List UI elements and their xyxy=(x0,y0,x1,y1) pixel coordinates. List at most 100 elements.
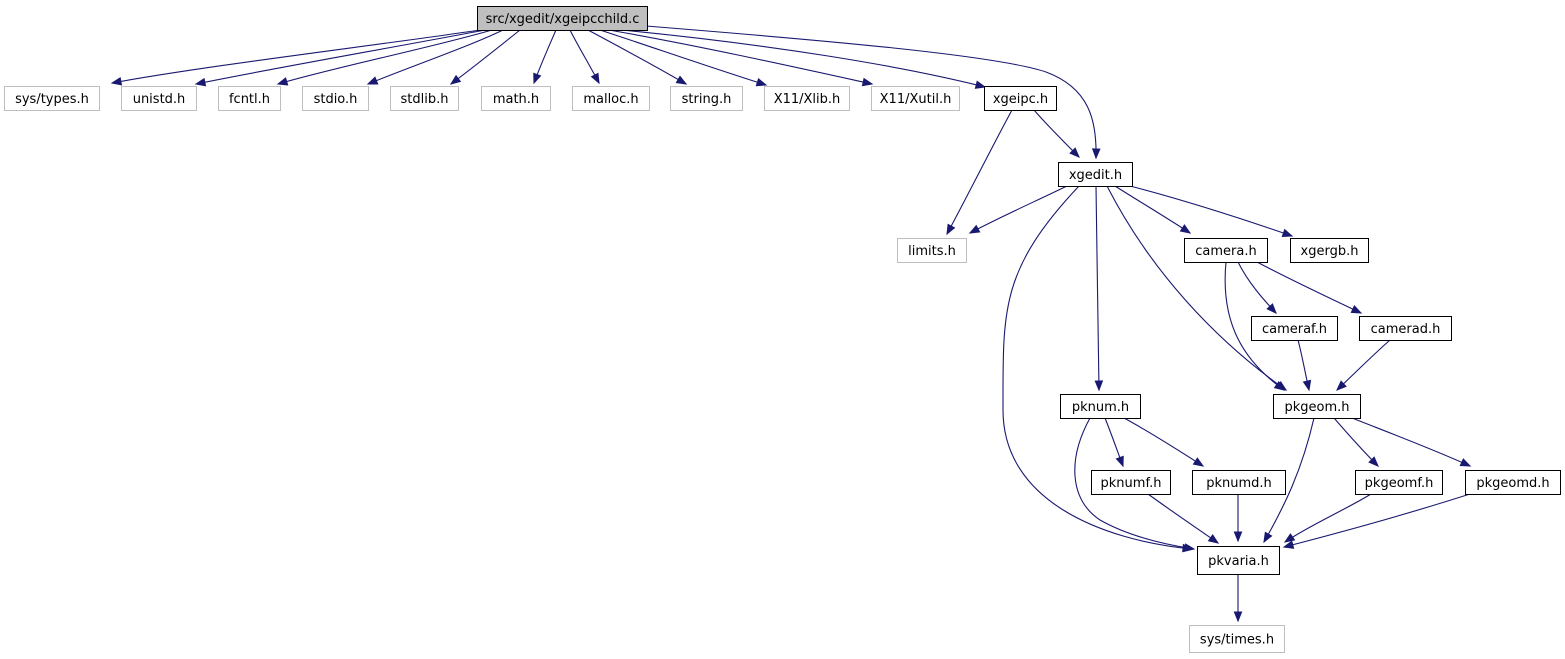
node-pkvaria[interactable]: pkvaria.h xyxy=(1197,546,1280,575)
node-xgedit[interactable]: xgedit.h xyxy=(1058,162,1133,187)
node-box xyxy=(1465,470,1561,495)
node-stdlib: stdlib.h xyxy=(390,86,459,111)
node-camera[interactable]: camera.h xyxy=(1184,238,1268,263)
node-label: unistd.h xyxy=(133,92,186,107)
edge-line xyxy=(1256,261,1362,314)
arrowhead xyxy=(1179,224,1192,234)
edge-line xyxy=(1106,185,1287,391)
edge-root-to-stdlib xyxy=(449,29,521,85)
arrowhead xyxy=(946,223,956,236)
arrowhead xyxy=(1283,533,1296,543)
node-label: pknumf.h xyxy=(1101,476,1162,491)
node-box xyxy=(1189,625,1285,653)
arrowhead xyxy=(276,77,289,86)
node-box xyxy=(764,86,850,111)
nodes-layer: src/xgedit/xgeipcchild.c sys/types.h unist… xyxy=(4,6,1561,653)
edge-line xyxy=(367,29,504,85)
node-box xyxy=(477,6,648,31)
node-label: malloc.h xyxy=(583,92,638,107)
edge-pkgeom-to-pkgeomd xyxy=(1351,417,1472,467)
edge-xgedit-to-limits xyxy=(968,185,1068,234)
node-xutil: X11/Xutil.h xyxy=(871,86,960,111)
node-box xyxy=(670,86,743,111)
arrowhead xyxy=(1192,457,1205,467)
edge-pknum-to-pknumf xyxy=(1104,417,1124,468)
node-pknum[interactable]: pknum.h xyxy=(1060,394,1141,419)
edge-xgeipc-to-xgedit xyxy=(1033,109,1080,158)
node-label: camera.h xyxy=(1195,244,1256,259)
node-pkgeomd[interactable]: pkgeomd.h xyxy=(1465,470,1561,495)
edge-root-to-string xyxy=(587,29,688,85)
node-root: src/xgedit/xgeipcchild.c xyxy=(477,6,648,31)
node-label: stdio.h xyxy=(314,92,358,107)
edge-line xyxy=(1224,261,1285,391)
edge-line xyxy=(1002,185,1193,550)
arrowhead xyxy=(366,76,379,85)
node-malloc: malloc.h xyxy=(572,86,650,111)
node-pkgeomf[interactable]: pkgeomf.h xyxy=(1355,470,1443,495)
node-box xyxy=(121,86,197,111)
node-box xyxy=(1060,394,1141,419)
node-xgergb[interactable]: xgergb.h xyxy=(1290,238,1369,263)
arrowhead xyxy=(1069,147,1080,158)
arrowhead xyxy=(590,72,600,85)
node-box xyxy=(1192,470,1286,495)
arrowhead xyxy=(968,224,981,234)
edge-line xyxy=(969,185,1068,234)
edge-camerad-to-pkgeom xyxy=(1336,339,1391,391)
edge-pkgeomd-to-pkvaria xyxy=(1282,493,1471,549)
node-box xyxy=(1091,470,1171,495)
node-cameraf[interactable]: cameraf.h xyxy=(1251,316,1338,341)
edge-line xyxy=(1336,339,1391,391)
arrowhead xyxy=(1368,456,1379,467)
arrowhead xyxy=(861,77,874,87)
edge-pknum-to-pkvaria xyxy=(1074,417,1196,552)
node-label: src/xgedit/xgeipcchild.c xyxy=(486,12,640,27)
node-box xyxy=(1355,470,1443,495)
edge-line xyxy=(1114,185,1191,234)
node-box xyxy=(984,86,1057,111)
edge-root-to-stdio xyxy=(366,29,504,85)
arrowhead xyxy=(1266,303,1277,314)
node-pknumf[interactable]: pknumf.h xyxy=(1091,470,1171,495)
node-label: pkgeomf.h xyxy=(1365,476,1434,491)
node-camerad[interactable]: camerad.h xyxy=(1359,316,1452,341)
edge-root-to-unistd xyxy=(194,29,486,87)
node-sys-types: sys/types.h xyxy=(4,86,100,111)
node-label: X11/Xlib.h xyxy=(774,92,841,107)
arrowhead xyxy=(1459,458,1472,467)
edge-line xyxy=(621,29,986,88)
edge-line xyxy=(1283,493,1471,548)
node-box xyxy=(1359,316,1452,341)
node-pknumd[interactable]: pknumd.h xyxy=(1192,470,1286,495)
edge-root-to-sys_types xyxy=(110,29,481,86)
edge-line xyxy=(1284,493,1372,543)
arrowhead xyxy=(1115,455,1124,468)
node-label: pknumd.h xyxy=(1206,476,1272,491)
node-xgeipc[interactable]: xgeipc.h xyxy=(984,86,1057,111)
edge-root-to-math xyxy=(533,29,557,85)
node-label: math.h xyxy=(493,92,539,107)
node-pkgeom[interactable]: pkgeom.h xyxy=(1273,394,1361,419)
node-label: camerad.h xyxy=(1371,322,1441,337)
arrowhead xyxy=(533,72,542,85)
arrowhead xyxy=(194,77,207,87)
node-label: limits.h xyxy=(908,244,956,259)
node-label: string.h xyxy=(682,92,732,107)
arrowhead xyxy=(1091,148,1101,160)
edge-line xyxy=(195,29,486,85)
node-label: xgeipc.h xyxy=(993,92,1048,107)
edge-line xyxy=(1123,417,1204,467)
node-box xyxy=(218,86,281,111)
node-label: pkgeomd.h xyxy=(1476,476,1549,491)
edge-xgedit-to-pkvaria xyxy=(1002,185,1194,553)
node-label: stdlib.h xyxy=(401,92,449,107)
edge-pknum-to-pknumd xyxy=(1123,417,1205,467)
arrowhead xyxy=(1273,380,1286,391)
edge-pkgeomf-to-pkvaria xyxy=(1283,493,1372,543)
node-sys-times: sys/times.h xyxy=(1189,625,1285,653)
edge-root-to-malloc xyxy=(569,29,600,85)
edge-pkgeom-to-pkvaria xyxy=(1263,417,1315,544)
node-label: sys/types.h xyxy=(15,92,89,107)
